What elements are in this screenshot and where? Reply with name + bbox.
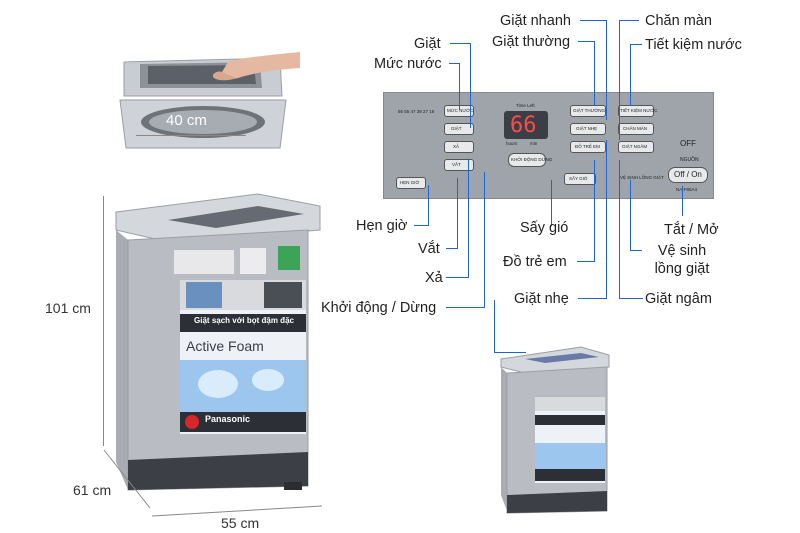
- time-display: 66: [504, 111, 548, 139]
- label-giat: Giặt: [414, 36, 441, 52]
- brand-logo: Panasonic: [205, 414, 251, 424]
- width-dimension-label: 55 cm: [221, 515, 260, 531]
- panel-xa-button[interactable]: XẢ: [444, 141, 474, 153]
- label-xa: Xả: [425, 270, 443, 286]
- panel-chan-man-button[interactable]: CHĂN MÀN: [618, 123, 654, 135]
- panel-giat-nhe-button[interactable]: GIẶT NHẸ: [570, 123, 606, 135]
- hours-text: hours: [506, 141, 518, 146]
- pointer-do-tre-em: [594, 160, 595, 261]
- drum-dimension-line: [136, 135, 246, 136]
- label-vat: Vắt: [418, 241, 440, 257]
- open-lid-photo: [119, 52, 300, 149]
- label-tat-mo: Tắt / Mở: [664, 222, 719, 238]
- panel-start-stop-button[interactable]: KHỞI ĐỘNG DỪNG: [508, 153, 552, 167]
- pointer-xa: [468, 160, 469, 277]
- pointer-giat-nhanh: [580, 20, 606, 21]
- panel-vat-button[interactable]: VẮT: [444, 159, 474, 171]
- pointer-vat: [457, 178, 458, 248]
- active-foam-text: Active Foam: [186, 338, 264, 354]
- pointer-small-machine: [494, 300, 495, 352]
- panel-giat-ngam-button[interactable]: GIẶT NGÂM: [618, 141, 654, 153]
- pointer-tat-mo: [682, 186, 683, 216]
- label-giat-thuong: Giặt thường: [492, 34, 571, 50]
- off-indicator: OFF: [680, 139, 696, 148]
- pointer-khoi-dong: [484, 172, 485, 307]
- model-number: NA-F85A4: [676, 187, 698, 192]
- washing-machine-small: [500, 346, 610, 514]
- drum-dimension-label: 40 cm: [166, 112, 207, 129]
- control-panel: 66 55 47 38 27 16 MỨC NƯỚC GIẶT XẢ VẮT H…: [383, 92, 714, 199]
- min-text: min: [530, 141, 538, 146]
- power-button[interactable]: Off / On: [668, 167, 708, 183]
- pointer-tiet-kiem: [630, 44, 642, 45]
- label-do-tre-em: Đồ trẻ em: [503, 254, 567, 270]
- pointer-giat-ngam: [619, 160, 620, 298]
- label-ve-sinh-long-giat: Vệ sinh lồng giặt: [654, 243, 710, 277]
- water-level-scale: 66 55 47 38 27 16: [398, 109, 435, 114]
- depth-dimension-label: 61 cm: [73, 482, 112, 498]
- label-say-gio: Sấy gió: [520, 220, 569, 236]
- depth-dimension-line: [103, 449, 151, 509]
- pointer-hen-gio: [428, 185, 429, 225]
- panel-giat-button[interactable]: GIẶT: [444, 123, 474, 135]
- panel-say-gio-button[interactable]: SẤY GIÓ: [564, 173, 596, 185]
- time-left-text: Time Left: [516, 103, 535, 108]
- width-dimension-line: [151, 505, 323, 517]
- power-label: NGUỒN: [680, 157, 699, 163]
- panel-ve-sinh-text: VỆ SINH LỒNG GIẶT: [620, 175, 664, 180]
- label-giat-ngam: Giặt ngâm: [645, 291, 712, 307]
- front-banner: Giặt sạch với bọt đậm đặc: [194, 316, 294, 325]
- label-hen-gio: Hẹn giờ: [356, 218, 408, 234]
- panel-tiet-kiem-button[interactable]: TIẾT KIỆM NƯỚC: [618, 105, 657, 117]
- pointer-chan-man: [619, 20, 639, 21]
- label-khoi-dong: Khởi động / Dừng: [321, 300, 437, 316]
- label-muc-nuoc: Mức nước: [374, 56, 442, 72]
- label-chan-man: Chăn màn: [645, 13, 712, 29]
- pointer-ve-sinh: [630, 180, 631, 250]
- panel-giat-thuong-button[interactable]: GIẶT THƯỜNG: [570, 105, 606, 117]
- label-giat-nhe: Giặt nhẹ: [514, 291, 569, 307]
- label-giat-nhanh: Giặt nhanh: [500, 13, 571, 29]
- height-dimension-label: 101 cm: [45, 300, 91, 316]
- washing-machine-main: [115, 193, 321, 491]
- display-digits: 66: [510, 113, 537, 138]
- panel-do-tre-em-button[interactable]: ĐỒ TRẺ EM: [570, 141, 606, 153]
- panel-hen-gio-button[interactable]: HẸN GIỜ: [396, 177, 426, 189]
- pointer-giat: [450, 43, 470, 44]
- pointer-say-gio: [551, 180, 552, 226]
- height-dimension-line: [103, 196, 104, 446]
- pointer-giat-thuong: [578, 41, 594, 42]
- pointer-muc-nuoc: [449, 63, 459, 64]
- label-tiet-kiem-nuoc: Tiết kiệm nước: [645, 37, 742, 53]
- pointer-giat-nhe: [606, 140, 607, 298]
